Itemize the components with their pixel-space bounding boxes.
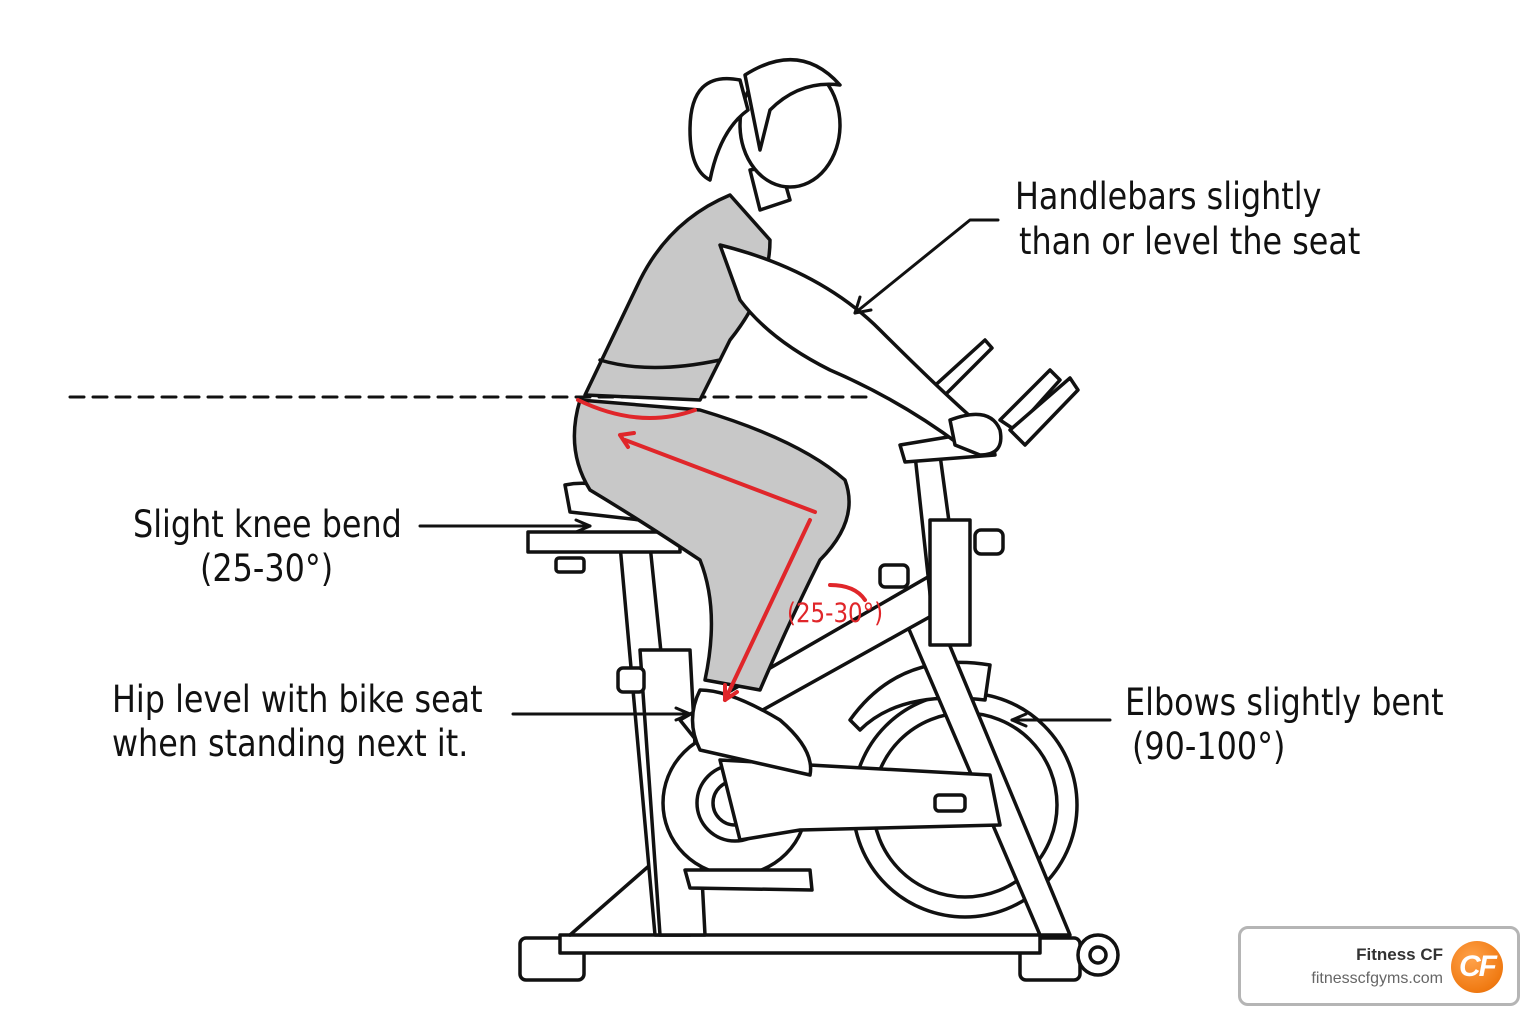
knee-annotation-line1: Slight knee bend: [133, 503, 402, 546]
brand-name: Fitness CF: [1356, 945, 1443, 964]
brand-logo-icon: CF: [1451, 941, 1503, 993]
handlebars-annotation-line2: than or level the seat: [1019, 220, 1361, 263]
brand-url[interactable]: fitnesscfgyms.com: [1311, 970, 1443, 987]
hip-annotation-line2: when standing next it.: [112, 722, 469, 765]
elbows-annotation-line1: Elbows slightly bent: [1125, 681, 1444, 724]
rider-arm: [718, 243, 982, 447]
annotation-arrows: [418, 218, 1112, 728]
knee-angle-label: (25-30°): [787, 598, 884, 629]
rider: [572, 57, 1003, 777]
elbows-annotation-line2: (90-100°): [1132, 725, 1286, 768]
rider-shoe: [690, 688, 813, 777]
hip-annotation-line1: Hip level with bike seat: [112, 678, 483, 721]
handlebars-annotation-line1: Handlebars slightly: [1015, 175, 1322, 218]
knee-annotation-line2: (25-30°): [200, 547, 334, 590]
rider-leg: [572, 398, 851, 692]
brand-badge[interactable]: Fitness CF fitnesscfgyms.com CF: [1238, 926, 1520, 1006]
rider-ponytail: [688, 76, 750, 182]
knee-angle-markers: [576, 398, 867, 702]
